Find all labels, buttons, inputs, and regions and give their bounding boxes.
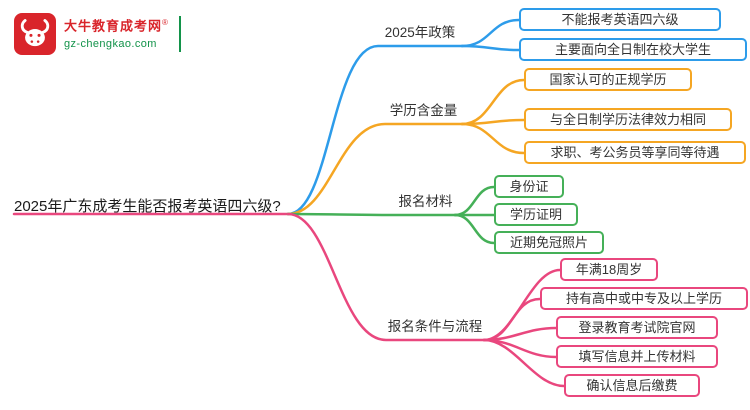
registered-mark: ® xyxy=(162,18,169,28)
leaf-node: 主要面向全日制在校大学生 xyxy=(519,38,747,61)
leaf-node: 近期免冠照片 xyxy=(494,231,604,254)
leaf-node: 填写信息并上传材料 xyxy=(556,345,718,368)
leaf-node: 求职、考公务员等享同等待遇 xyxy=(524,141,746,164)
leaf-node: 确认信息后缴费 xyxy=(564,374,700,397)
branch-label-3: 报名材料 xyxy=(398,194,453,209)
brand-name: 大牛教育成考网® xyxy=(64,18,169,35)
leaf-node: 不能报考英语四六级 xyxy=(519,8,721,31)
bull-icon xyxy=(14,13,56,55)
connector-path xyxy=(286,212,457,217)
site-url: gz-chengkao.com xyxy=(64,37,157,50)
root-topic: 2025年广东成考生能否报考英语四六级? xyxy=(14,198,281,215)
connector-path xyxy=(460,18,521,48)
connector-path xyxy=(460,44,521,52)
connector-path xyxy=(482,326,558,342)
connector-path xyxy=(460,122,526,155)
site-logo: 大牛教育成考网® gz-chengkao.com xyxy=(14,13,181,55)
connector-path xyxy=(286,122,464,216)
leaf-node: 国家认可的正规学历 xyxy=(524,68,692,91)
connector-path xyxy=(460,78,526,126)
logo-divider xyxy=(178,16,181,52)
connector-path xyxy=(482,297,542,342)
branch-label-1: 2025年政策 xyxy=(384,25,456,40)
leaf-node: 持有高中或中专及以上学历 xyxy=(540,287,748,310)
leaf-node: 登录教育考试院官网 xyxy=(556,316,718,339)
connector-path xyxy=(482,338,566,388)
leaf-node: 年满18周岁 xyxy=(560,258,658,281)
leaf-node: 身份证 xyxy=(494,175,564,198)
brand-label: 大牛教育成考网 xyxy=(64,18,163,34)
connector-path xyxy=(286,212,486,342)
branch-label-2: 学历含金量 xyxy=(389,103,458,118)
branch-label-4: 报名条件与流程 xyxy=(387,319,483,334)
connector-path xyxy=(453,185,496,217)
connector-path xyxy=(286,44,464,216)
logo-text: 大牛教育成考网® gz-chengkao.com xyxy=(64,18,169,50)
leaf-node: 与全日制学历法律效力相同 xyxy=(524,108,732,131)
leaf-node: 学历证明 xyxy=(494,203,578,226)
connector-path xyxy=(453,213,496,245)
